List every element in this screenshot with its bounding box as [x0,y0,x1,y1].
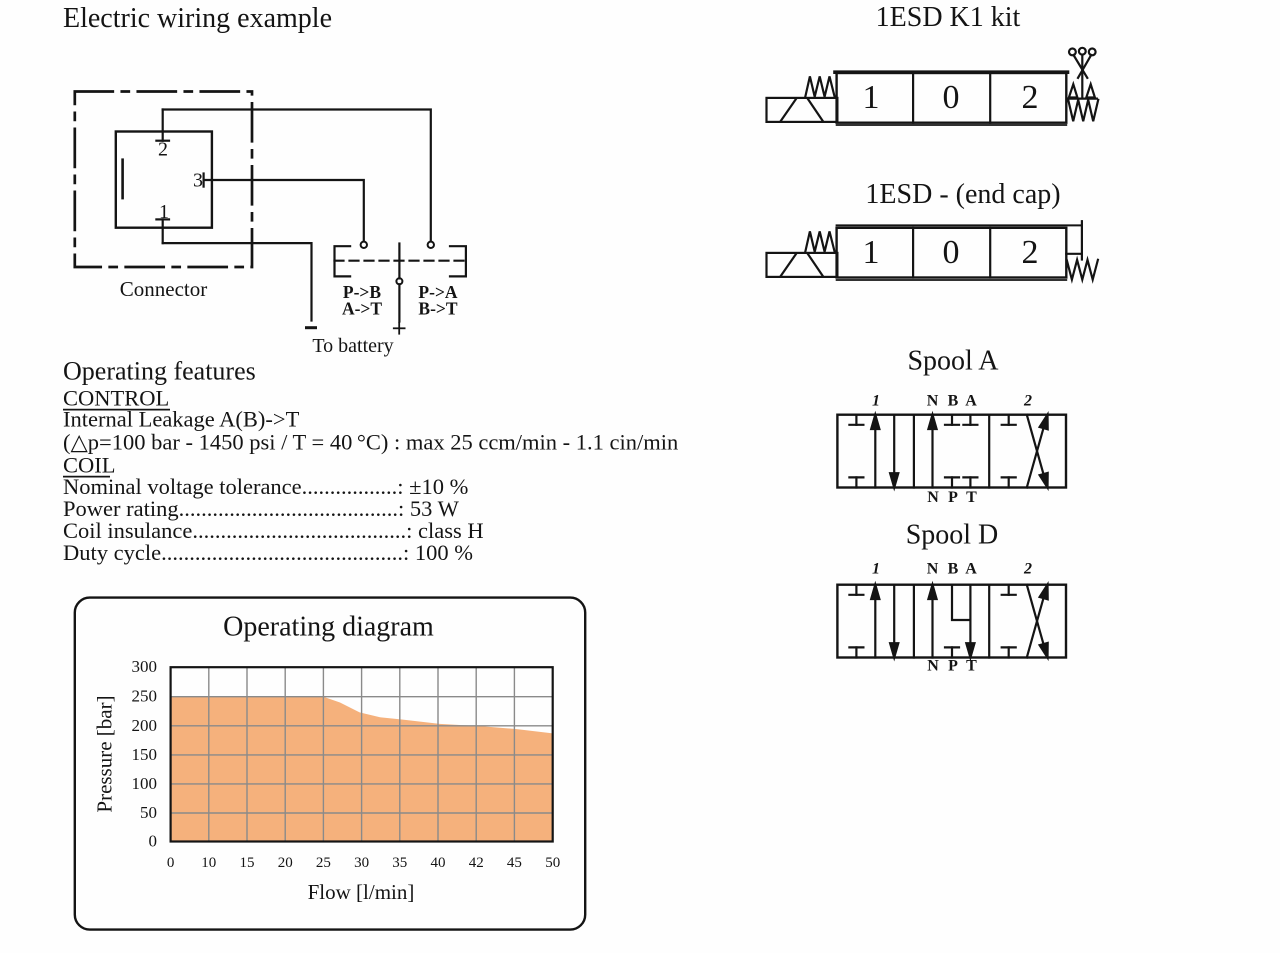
svg-text:P->A: P->A [418,282,457,302]
svg-text:Duty cycle....................: Duty cycle..............................… [63,540,473,565]
svg-text:Nominal voltage tolerance.....: Nominal voltage tolerance...............… [63,474,468,499]
svg-text:P: P [948,658,958,675]
svg-text:42: 42 [469,855,484,871]
svg-text:0: 0 [943,79,960,116]
svg-text:2: 2 [1022,234,1039,271]
svg-text:2: 2 [1023,561,1032,578]
svg-text:50: 50 [545,855,560,871]
svg-text:2: 2 [1023,393,1032,410]
svg-text:N: N [927,561,939,578]
svg-text:200: 200 [132,716,158,735]
svg-text:10: 10 [201,855,216,871]
svg-text:Connector: Connector [120,277,207,301]
svg-text:2: 2 [1022,79,1039,116]
svg-text:To battery: To battery [312,335,393,357]
svg-text:1: 1 [159,201,169,223]
svg-text:1: 1 [872,561,880,578]
svg-text:T: T [966,658,977,675]
svg-text:N: N [927,489,939,506]
svg-text:20: 20 [278,855,293,871]
svg-text:A->T: A->T [342,299,382,319]
svg-text:CONTROL: CONTROL [63,386,169,411]
svg-text:250: 250 [132,687,158,706]
svg-text:1: 1 [872,393,880,410]
svg-text:Spool A: Spool A [907,346,999,377]
svg-text:3: 3 [193,170,203,192]
svg-text:25: 25 [316,855,331,871]
svg-text:Operating features: Operating features [63,357,256,386]
svg-text:Electric wiring example: Electric wiring example [63,3,332,34]
svg-text:A: A [965,561,977,578]
svg-text:100: 100 [132,774,158,793]
svg-text:T: T [966,489,977,506]
svg-text:P->B: P->B [343,282,381,302]
svg-text:Spool D: Spool D [906,520,999,551]
svg-text:30: 30 [354,855,369,871]
svg-text:1ESD K1 kit: 1ESD K1 kit [876,2,1021,33]
svg-text:2: 2 [158,139,168,161]
svg-text:1: 1 [863,234,880,271]
svg-text:Power rating..................: Power rating............................… [63,496,460,521]
svg-text:N: N [927,393,939,410]
svg-text:35: 35 [392,855,407,871]
svg-text:45: 45 [507,855,522,871]
svg-text:0: 0 [167,855,175,871]
svg-text:P: P [948,489,958,506]
svg-text:1ESD - (end cap): 1ESD - (end cap) [865,179,1060,210]
svg-text:(△p=100 bar - 1450 psi / T = 4: (△p=100 bar - 1450 psi / T = 40 °C) : ma… [63,430,678,455]
svg-text:Flow [l/min]: Flow [l/min] [308,880,415,904]
svg-text:A: A [965,393,977,410]
svg-text:Internal Leakage A(B)->T: Internal Leakage A(B)->T [63,407,300,432]
svg-text:300: 300 [132,657,158,676]
svg-text:Coil insulance................: Coil insulance..........................… [63,518,484,543]
svg-text:B: B [948,393,959,410]
svg-text:15: 15 [240,855,255,871]
svg-text:150: 150 [132,745,158,764]
svg-text:Operating diagram: Operating diagram [223,612,434,643]
svg-text:Pressure [bar]: Pressure [bar] [93,695,117,812]
svg-text:0: 0 [149,832,158,851]
svg-text:0: 0 [943,234,960,271]
svg-text:1: 1 [863,79,880,116]
svg-text:40: 40 [431,855,446,871]
svg-text:N: N [927,658,939,675]
svg-text:B->T: B->T [418,299,457,319]
svg-text:B: B [948,561,959,578]
svg-text:50: 50 [140,803,157,822]
svg-text:COIL: COIL [63,453,116,478]
